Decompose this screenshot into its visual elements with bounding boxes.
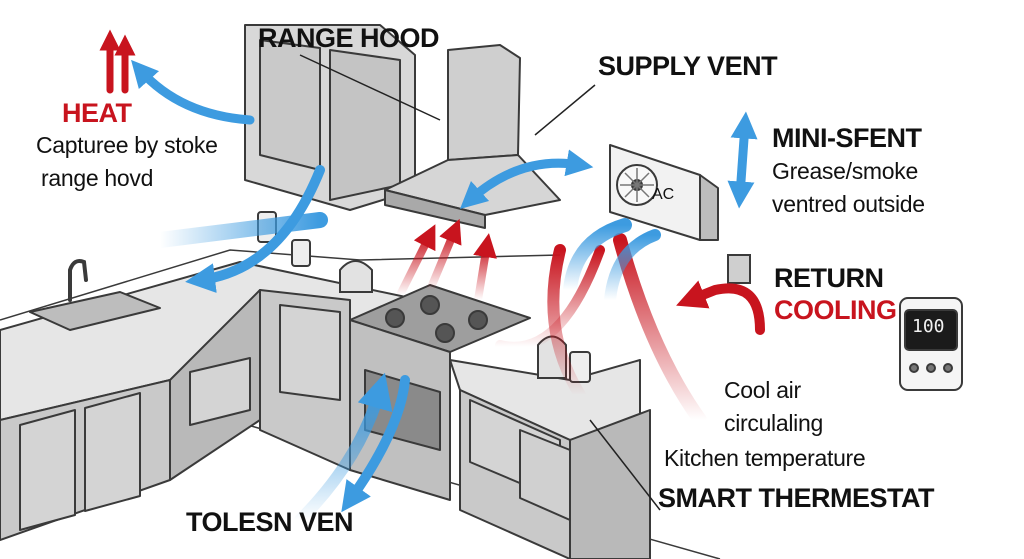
left-counter-cabinets <box>0 261 421 541</box>
return-vent <box>727 254 751 284</box>
mini-split-unit <box>609 144 719 241</box>
label-heat-desc-line1: Capturee by stoke <box>36 132 218 158</box>
thermostat-display: 100 <box>912 316 945 337</box>
label-return: RETURN <box>774 263 884 293</box>
ac-unit-badge: AC <box>652 186 675 203</box>
label-cool-air-line2: circulaling <box>724 410 823 436</box>
label-cool-air-line1: Cool air <box>724 377 801 403</box>
label-toe-kick-vent: TOLESN VEN <box>186 507 354 537</box>
label-heat-desc-line2: range hovd <box>41 165 154 191</box>
label-range-hood: RANGE HOOD <box>258 23 440 53</box>
cooling-arrows <box>131 59 758 526</box>
label-kitchen-temperature: Kitchen temperature <box>664 445 866 471</box>
smart-thermostat-device <box>899 297 963 391</box>
front-counter-cabinets <box>259 289 651 559</box>
leader-lines <box>299 54 661 511</box>
label-mini-split: MINI-SFENT <box>772 123 922 153</box>
label-heat: HEAT <box>62 98 132 128</box>
label-smart-thermostat: SMART THERMESTAT <box>658 483 934 513</box>
label-cooling: COOLING <box>774 295 897 325</box>
faucet <box>68 259 88 302</box>
label-supply-vent: SUPPLY VENT <box>598 51 778 81</box>
label-mini-split-desc-line2: ventred outside <box>772 191 925 217</box>
label-mini-split-desc-line1: Grease/smoke <box>772 158 918 184</box>
upper-cabinets <box>244 24 416 211</box>
heat-arrows <box>99 29 765 427</box>
